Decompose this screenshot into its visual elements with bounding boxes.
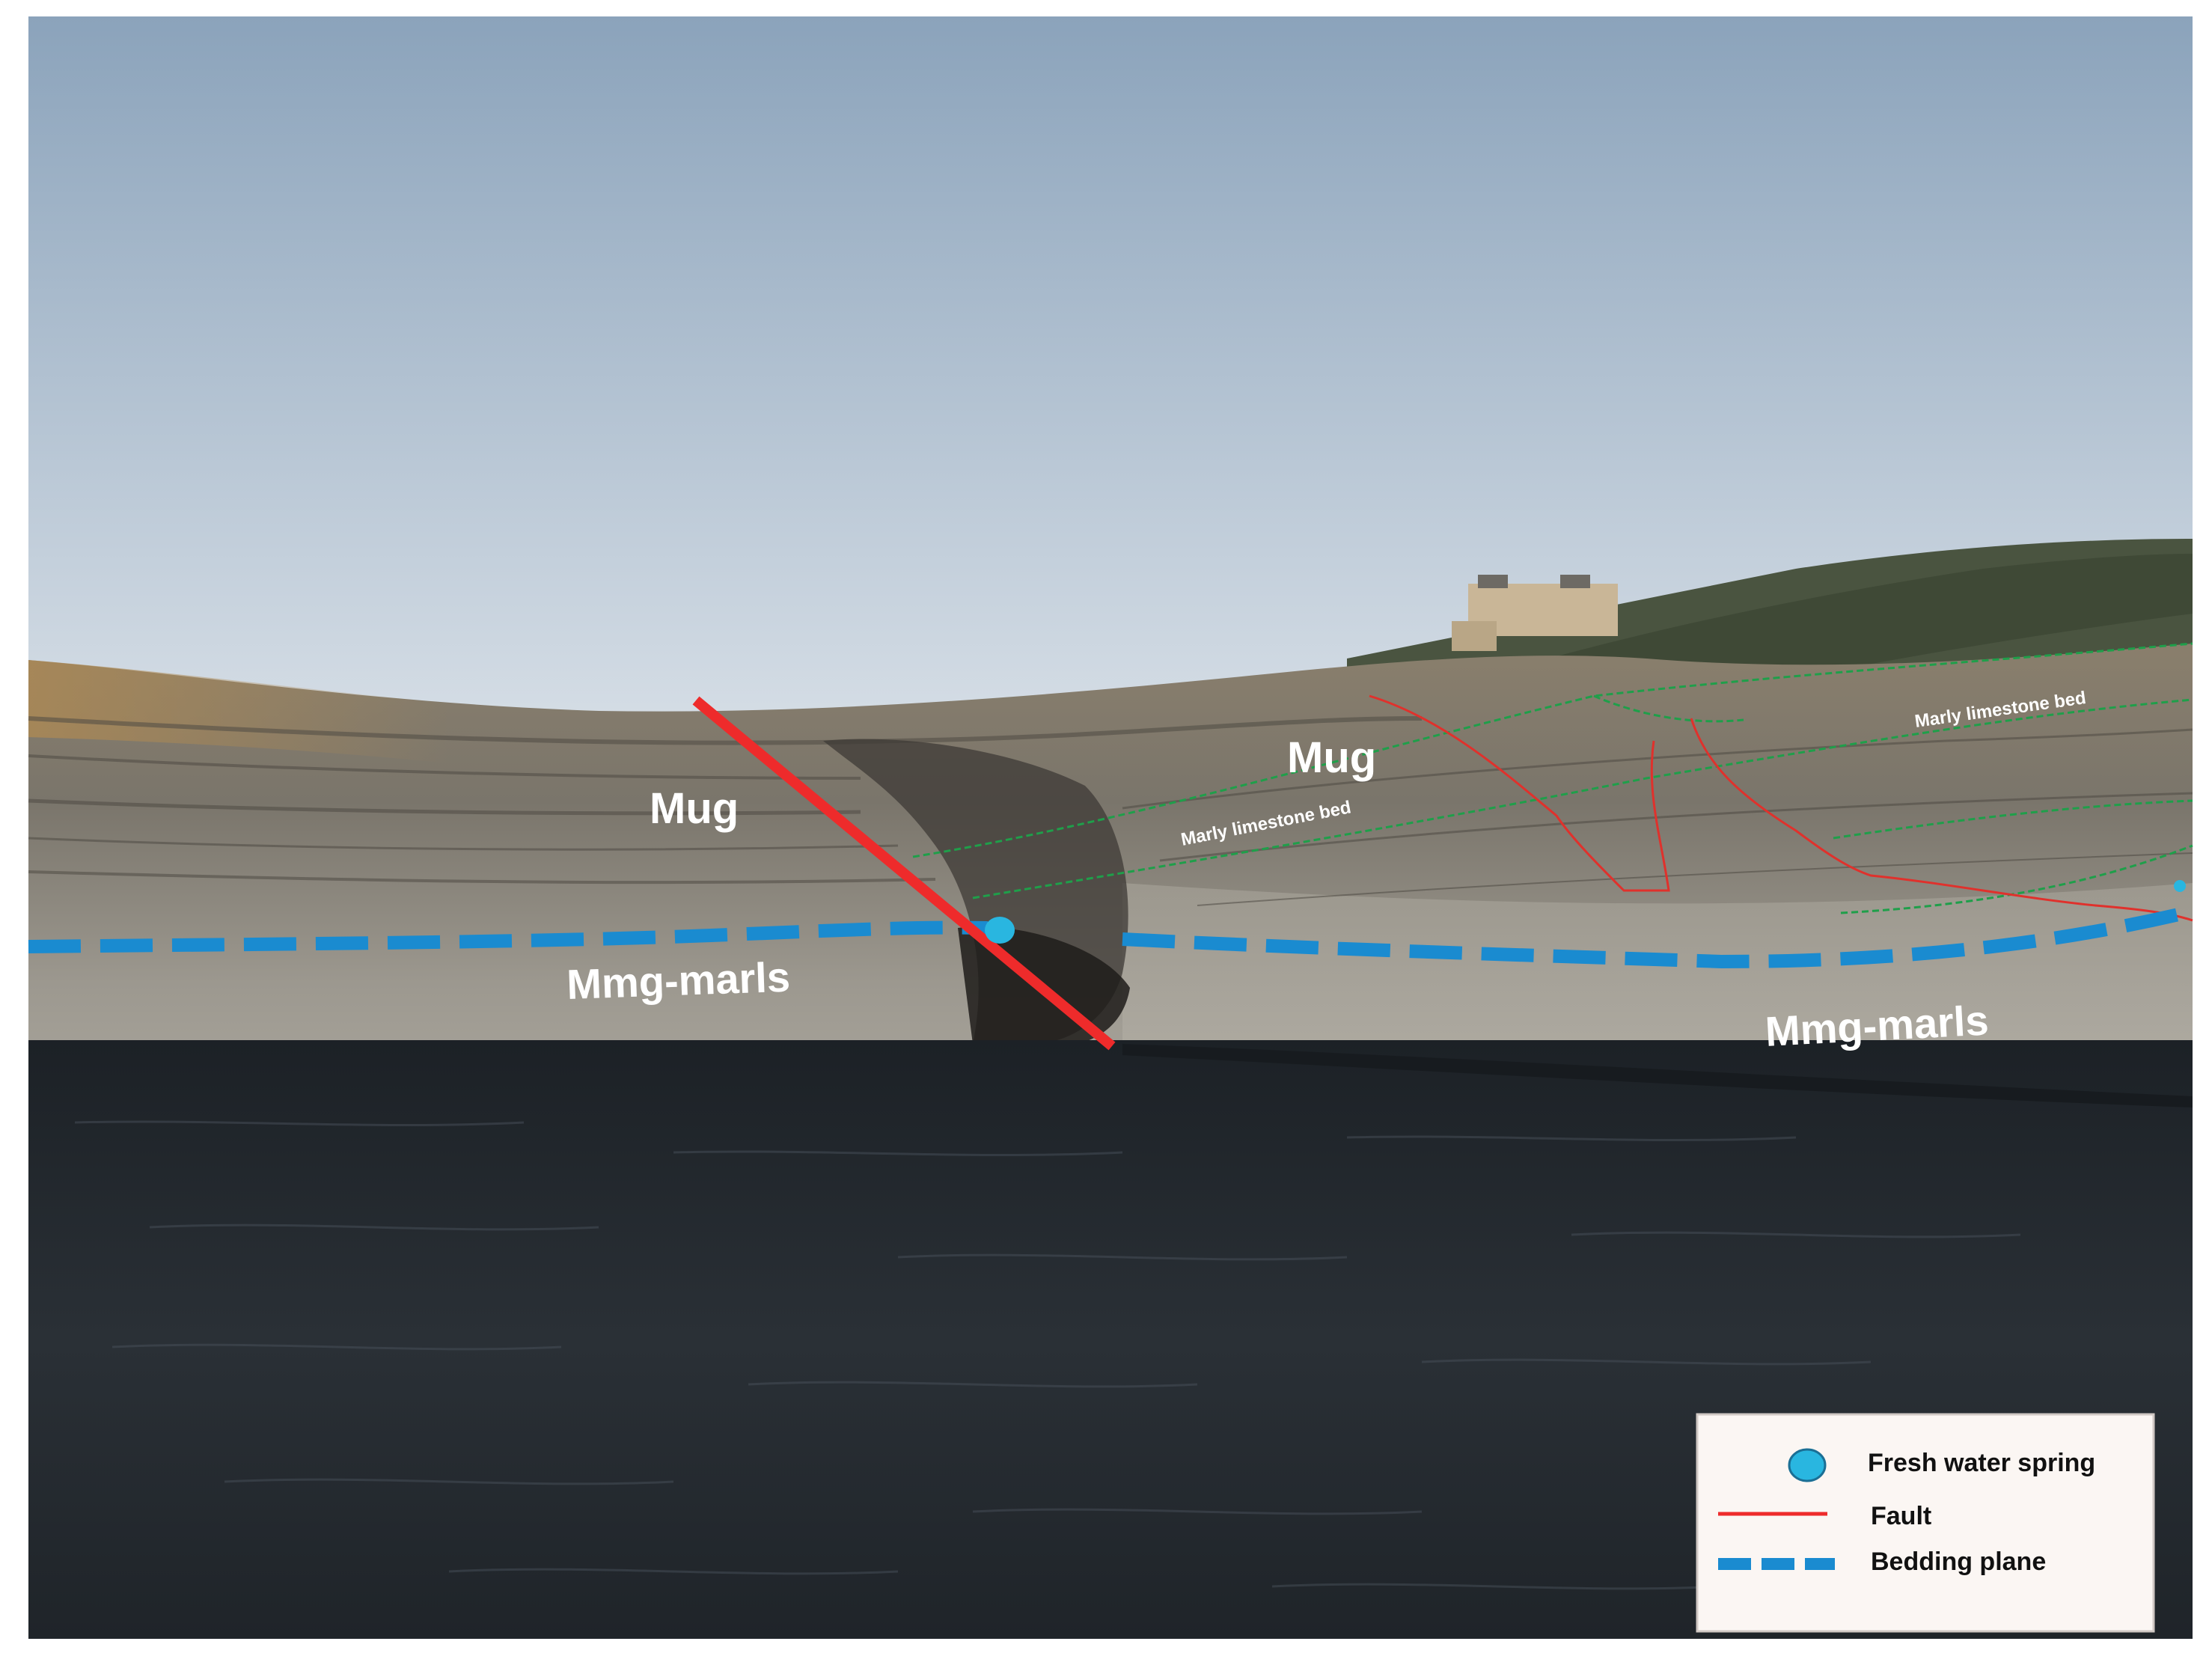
spring-marker <box>2174 880 2186 892</box>
minor-fault-line <box>1369 694 1670 892</box>
legend-bedding-label: Bedding plane <box>1871 1548 2046 1576</box>
label-mmg-left: Mmg-marls <box>566 953 791 1008</box>
marly-bed-line <box>1833 799 2193 840</box>
minor-fault-line <box>1690 718 2193 922</box>
legend-spring-label: Fresh water spring <box>1868 1449 2095 1477</box>
hilltop-building <box>1452 575 1618 651</box>
bedding-plane-right <box>1122 906 2187 969</box>
bedding-plane-left <box>28 920 989 953</box>
major-fault <box>692 696 1116 1051</box>
legend-fault-label: Fault <box>1871 1502 1931 1530</box>
label-mug-right: Mug <box>1287 733 1376 782</box>
marly-bed-line <box>1840 844 2193 914</box>
strata-lines <box>28 716 2193 906</box>
marly-bed-line <box>912 642 2193 858</box>
sea-ripples <box>74 1120 2021 1590</box>
spring-marker <box>985 917 1015 944</box>
minor-faults <box>1369 694 2193 922</box>
label-mug-left: Mug <box>650 784 739 833</box>
marly-bed-line <box>972 698 2193 899</box>
legend-spring-icon <box>1788 1448 1827 1482</box>
legend: Fresh water spring Fault Bedding plane <box>1696 1413 2155 1633</box>
marly-limestone-beds <box>912 642 2193 914</box>
label-mmg-right: Mmg-marls <box>1764 996 1990 1055</box>
bedding-planes <box>28 906 2187 969</box>
marly-bed-line <box>1593 694 1744 723</box>
